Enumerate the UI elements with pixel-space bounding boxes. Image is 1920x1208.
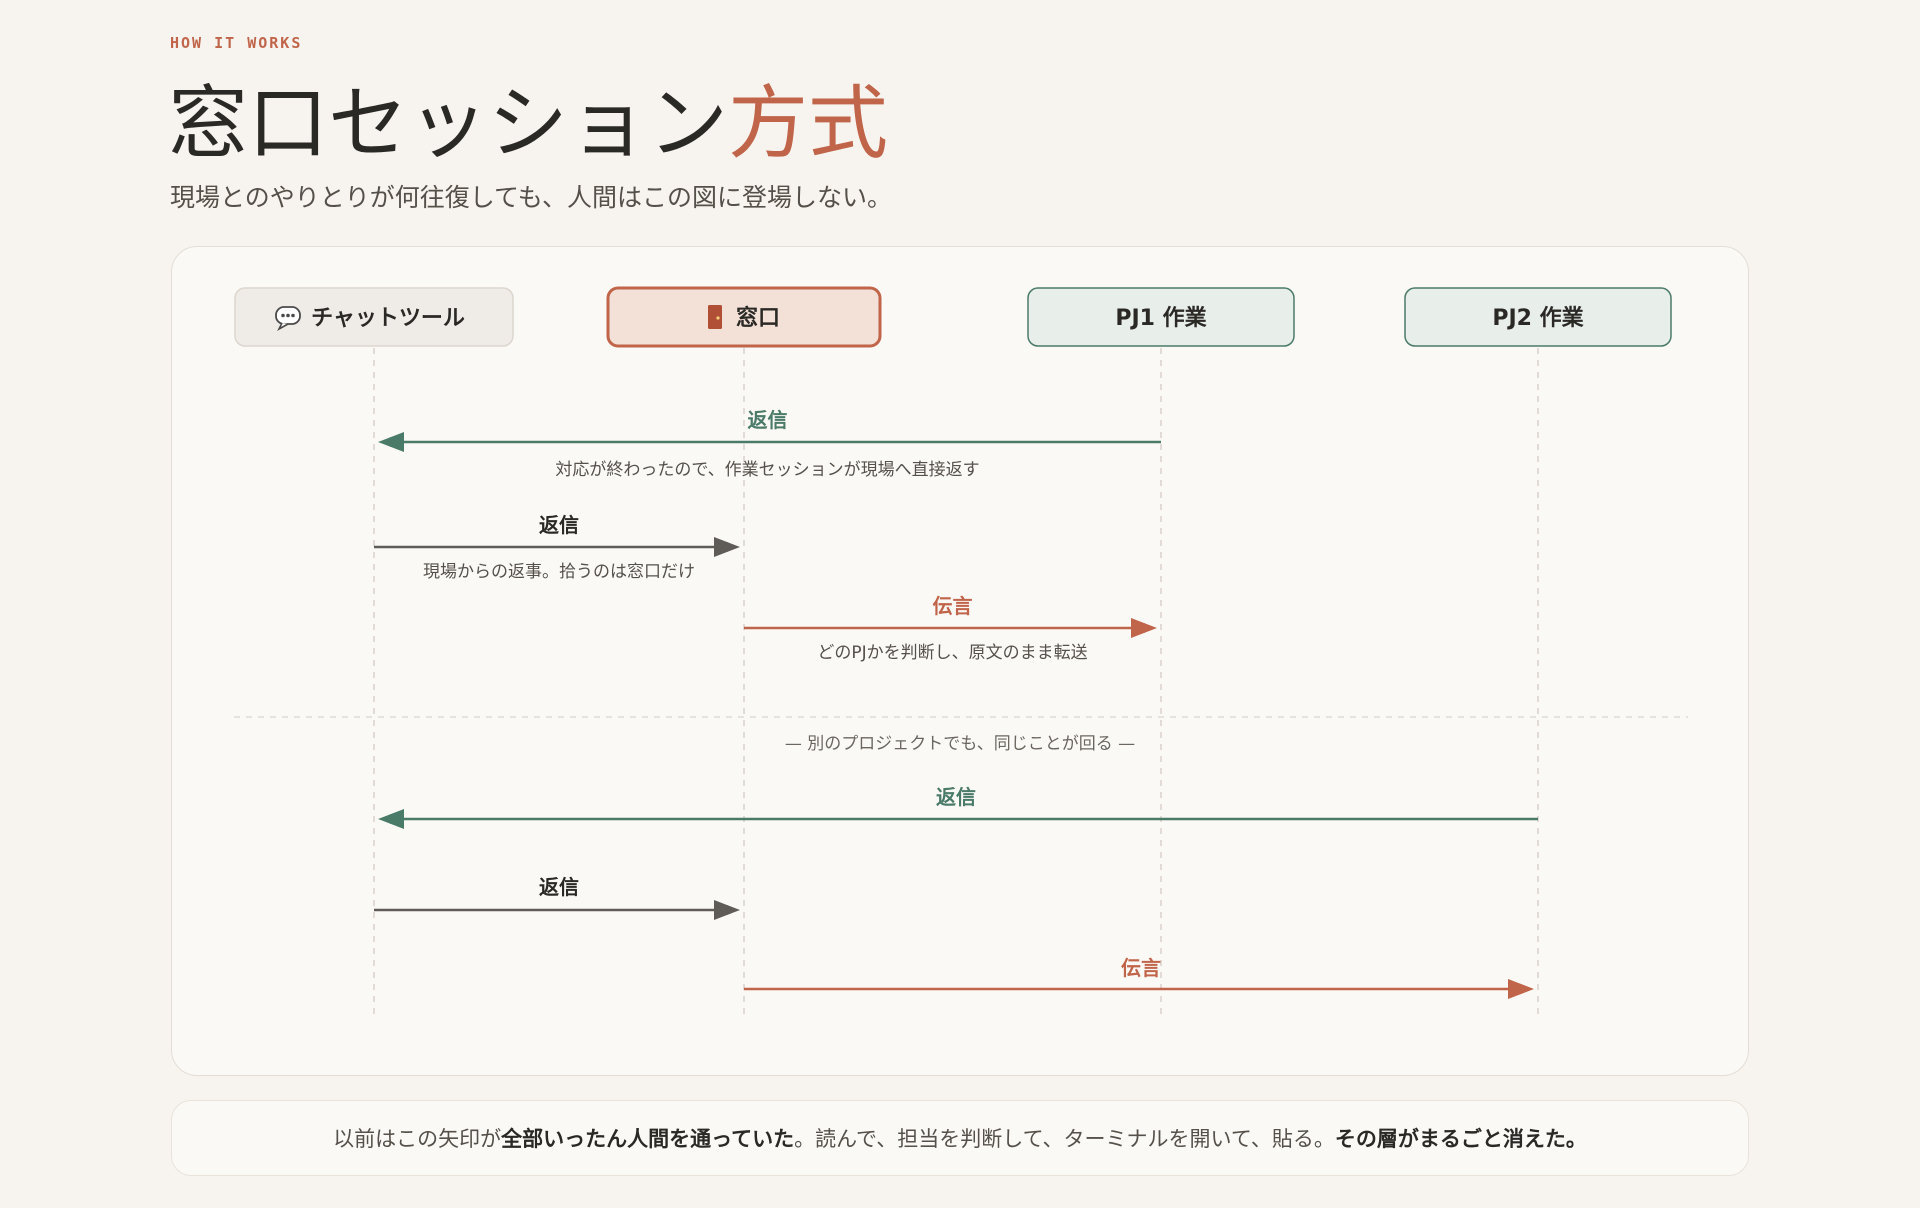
message-arrowhead xyxy=(714,537,740,557)
actor-pj1: PJ1 作業 xyxy=(1027,287,1295,347)
door-icon xyxy=(708,305,722,329)
message-arrowhead xyxy=(1508,979,1534,999)
actor-box-chat xyxy=(234,287,514,347)
message-label: 返信 xyxy=(936,785,976,809)
message-note: どのPJかを判断し、原文のまま転送 xyxy=(817,643,1087,663)
actor-label-window: 窓口 xyxy=(736,305,780,331)
speech-bubble-icon xyxy=(275,306,301,331)
actor-chat: チャットツール xyxy=(234,287,514,347)
message-arrowhead xyxy=(1131,618,1157,638)
message-note: 対応が終わったので、作業セッションが現場へ直接返す xyxy=(555,460,979,480)
note-part-2: 全部いったん人間を通っていた xyxy=(501,1127,795,1151)
note-part-4: その層がまるごと消えた。 xyxy=(1334,1127,1587,1151)
actor-box-pj2 xyxy=(1404,287,1672,347)
message-label: 伝言 xyxy=(933,594,973,618)
actor-box-window xyxy=(606,286,882,348)
message-label: 返信 xyxy=(748,408,788,432)
title-main: 窓口セッション xyxy=(168,77,728,170)
message-label: 返信 xyxy=(539,875,579,899)
message-5: 返信 xyxy=(378,785,1538,829)
title-accent: 方式 xyxy=(728,77,888,170)
message-6: 返信 xyxy=(374,875,740,920)
message-label: 返信 xyxy=(539,513,579,537)
message-arrowhead xyxy=(378,809,404,829)
message-label: 伝言 xyxy=(1121,956,1161,980)
actor-pj2: PJ2 作業 xyxy=(1404,287,1672,347)
message-arrowhead xyxy=(378,432,404,452)
note-part-3: 。読んで、担当を判断して、ターミナルを開いて、貼る。 xyxy=(794,1127,1335,1151)
message-note: 現場からの返事。拾うのは窓口だけ xyxy=(423,562,695,582)
section-divider-label: — 別のプロジェクトでも、同じことが回る — xyxy=(785,734,1135,754)
actor-label-pj1: PJ1 作業 xyxy=(1115,306,1207,331)
actor-box-pj1 xyxy=(1027,287,1295,347)
actor-label-chat: チャットツール xyxy=(311,306,465,331)
actor-window: 窓口 xyxy=(606,286,882,348)
note-part-1: 以前はこの矢印が xyxy=(333,1127,502,1151)
page-title: 窓口セッション方式 xyxy=(168,72,888,176)
page-subtitle: 現場とのやりとりが何往復しても、人間はこの図に登場しない。 xyxy=(170,183,893,212)
eyebrow-label: HOW IT WORKS xyxy=(170,34,303,52)
bottom-note: 以前はこの矢印が全部いったん人間を通っていた。読んで、担当を判断して、ターミナル… xyxy=(171,1100,1749,1176)
message-7: 伝言 xyxy=(744,956,1534,999)
message-arrowhead xyxy=(714,900,740,920)
actor-label-pj2: PJ2 作業 xyxy=(1492,306,1584,331)
